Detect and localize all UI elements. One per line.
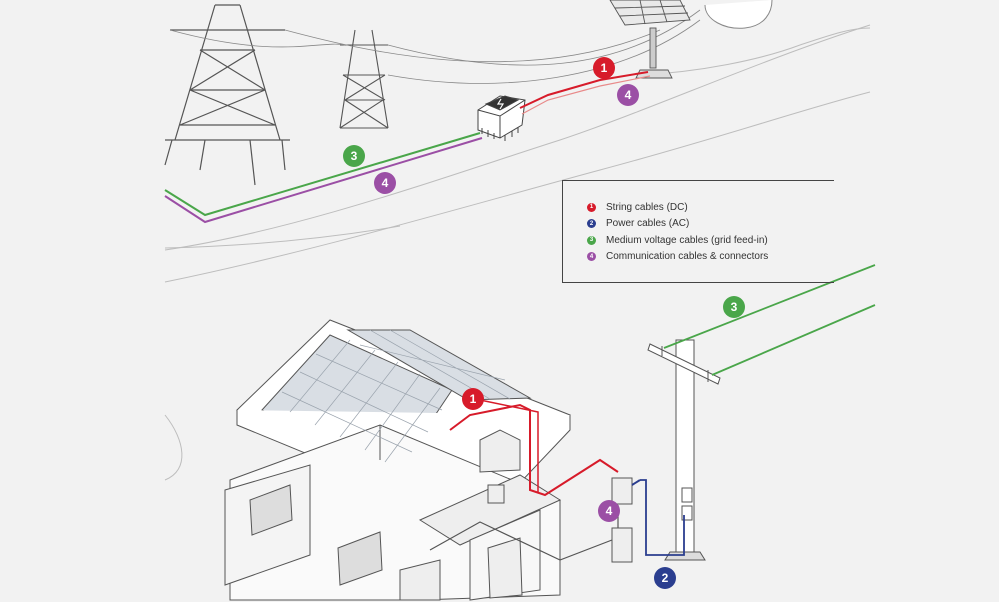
badge-medium-voltage-right: 3 xyxy=(723,296,745,318)
cable-grey-house xyxy=(429,521,613,561)
cable-comm-top xyxy=(521,75,651,115)
badge-communication-top: 4 xyxy=(617,84,639,106)
legend-label: String cables (DC) xyxy=(606,201,688,213)
solar-tracker xyxy=(609,0,691,79)
legend-dot-3: 3 xyxy=(587,235,596,245)
cables-top xyxy=(164,71,651,224)
legend-label: Communication cables & connectors xyxy=(606,251,769,263)
cable-comm-left xyxy=(164,137,483,224)
cable-medium-voltage-upper xyxy=(663,264,876,349)
legend-dot-1: 1 xyxy=(587,202,596,212)
transmission-tower-small xyxy=(339,29,389,129)
legend-label: Power cables (AC) xyxy=(606,218,690,230)
cables-right xyxy=(640,264,876,556)
utility-pole xyxy=(647,339,721,561)
rooftop-solar-grid xyxy=(281,329,511,463)
terrain-lines xyxy=(164,24,871,481)
badge-string-dc-house: 1 xyxy=(462,388,484,410)
legend-item-communication: 4 Communication cables & connectors xyxy=(587,249,834,266)
badge-communication-house: 4 xyxy=(598,500,620,522)
cable-power-ac-house xyxy=(631,479,641,486)
badge-medium-voltage-left: 3 xyxy=(343,145,365,167)
cable-medium-voltage-lower xyxy=(711,304,876,376)
cable-power-ac-pole xyxy=(640,479,685,556)
house xyxy=(224,319,633,601)
cable-string-dc-top xyxy=(519,71,649,109)
badge-communication-left: 4 xyxy=(374,172,396,194)
cable-string-dc-house xyxy=(449,403,619,497)
inverter-box xyxy=(477,95,526,141)
badge-string-dc-top: 1 xyxy=(593,57,615,79)
legend-dot-2: 2 xyxy=(587,219,596,229)
legend-item-string-dc: 1 String cables (DC) xyxy=(587,199,834,216)
badge-power-ac-house: 2 xyxy=(654,567,676,589)
legend-item-power-ac: 2 Power cables (AC) xyxy=(587,216,834,233)
legend-dot-4: 4 xyxy=(587,252,596,262)
transmission-tower-large xyxy=(164,4,290,186)
detail-circle xyxy=(704,0,773,29)
legend: 1 String cables (DC) 2 Power cables (AC)… xyxy=(562,180,834,283)
cable-medium-voltage-top xyxy=(164,132,481,217)
cables-house xyxy=(429,399,641,561)
overhead-wires xyxy=(169,9,701,84)
cable-string-dc-house-2 xyxy=(479,399,539,492)
legend-label: Medium voltage cables (grid feed-in) xyxy=(606,234,768,246)
legend-item-medium-voltage: 3 Medium voltage cables (grid feed-in) xyxy=(587,232,834,249)
